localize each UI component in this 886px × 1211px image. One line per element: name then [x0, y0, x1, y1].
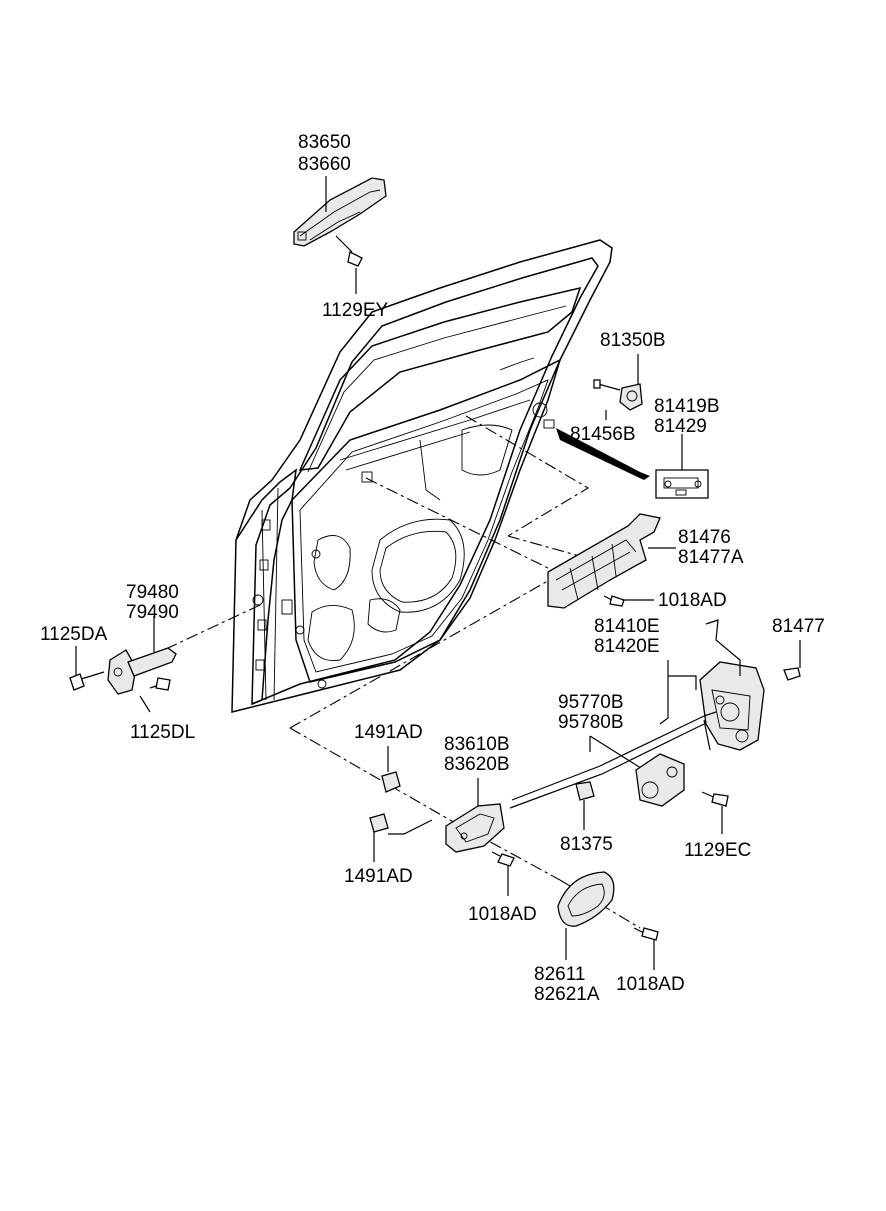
label-81429: 81429	[654, 416, 707, 437]
label-1129ey: 1129EY	[322, 300, 389, 321]
outside-handle	[293, 177, 387, 267]
label-81350b: 81350B	[600, 330, 666, 351]
label-81476: 81476	[678, 527, 731, 548]
label-82611: 82611	[534, 964, 585, 985]
label-83650: 83650	[298, 132, 351, 153]
check-strap	[69, 647, 177, 695]
part-labels: 83650 83660 1129EY 81350B 81456B 81419B …	[40, 132, 825, 1005]
inside-handle-bezel	[557, 871, 659, 941]
label-81375: 81375	[560, 834, 613, 855]
label-81477a: 81477A	[678, 547, 744, 568]
clip-81350b	[593, 379, 643, 411]
latch-assembly	[699, 619, 801, 751]
actuator	[575, 753, 729, 807]
label-83620b: 83620B	[444, 754, 510, 775]
label-81477: 81477	[772, 616, 825, 637]
label-79490: 79490	[126, 602, 179, 623]
label-95780b: 95780B	[558, 712, 624, 733]
label-81420e: 81420E	[594, 636, 660, 657]
label-1125da: 1125DA	[40, 624, 108, 645]
rods	[509, 711, 717, 809]
label-81456b: 81456B	[570, 424, 636, 445]
door-shell	[231, 239, 613, 713]
inside-handle-housing	[445, 803, 515, 867]
panel-wedge	[556, 428, 709, 499]
label-82621a: 82621A	[534, 984, 600, 1005]
label-83660: 83660	[298, 154, 351, 175]
leader-lines	[75, 176, 801, 970]
label-1018ad-housing: 1018AD	[468, 904, 537, 925]
guard-panel	[547, 513, 661, 609]
label-1129ec: 1129EC	[684, 840, 751, 861]
label-1125dl: 1125DL	[130, 722, 195, 743]
clips-1491ad	[369, 771, 433, 835]
label-1018ad-guard: 1018AD	[658, 590, 727, 611]
label-1491ad-top: 1491AD	[354, 722, 423, 743]
label-1491ad-bottom: 1491AD	[344, 866, 413, 887]
label-83610b: 83610B	[444, 734, 510, 755]
label-81419b: 81419B	[654, 396, 720, 417]
label-79480: 79480	[126, 582, 179, 603]
label-95770b: 95770B	[558, 692, 624, 713]
label-81410e: 81410E	[594, 616, 660, 637]
label-1018ad-bezel: 1018AD	[616, 974, 685, 995]
